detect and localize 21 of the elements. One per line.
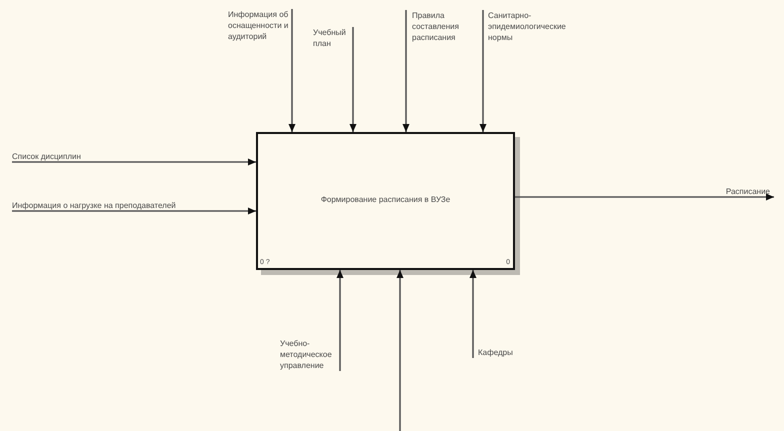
arrow (288, 9, 296, 132)
arrow (402, 10, 410, 132)
arrow-label: Информация о нагрузке на преподавателей (12, 200, 178, 211)
activity-box (256, 132, 515, 270)
arrow (12, 158, 256, 166)
arrow (480, 10, 486, 132)
arrow (12, 208, 256, 214)
arrow-label: Учебно-методическое управление (280, 338, 340, 371)
arrow-label: Санитарно-эпидемиологические нормы (483, 10, 575, 43)
arrow (470, 270, 476, 358)
arrow-label: Расписание (726, 186, 774, 197)
function-label: Формирование расписания в ВУЗе (320, 194, 452, 205)
arrow-label: Правила составления расписания (406, 10, 468, 43)
arrow (515, 194, 774, 200)
arrow (336, 270, 344, 371)
arrow-label: Учебный план (313, 27, 353, 49)
arrow-label: Кафедры (473, 347, 513, 358)
arrow (396, 270, 404, 431)
arrow-label: Список дисциплин (12, 151, 83, 162)
arrow (350, 27, 356, 132)
arrow-label: Информация об оснащенности и аудиторий (228, 9, 292, 42)
